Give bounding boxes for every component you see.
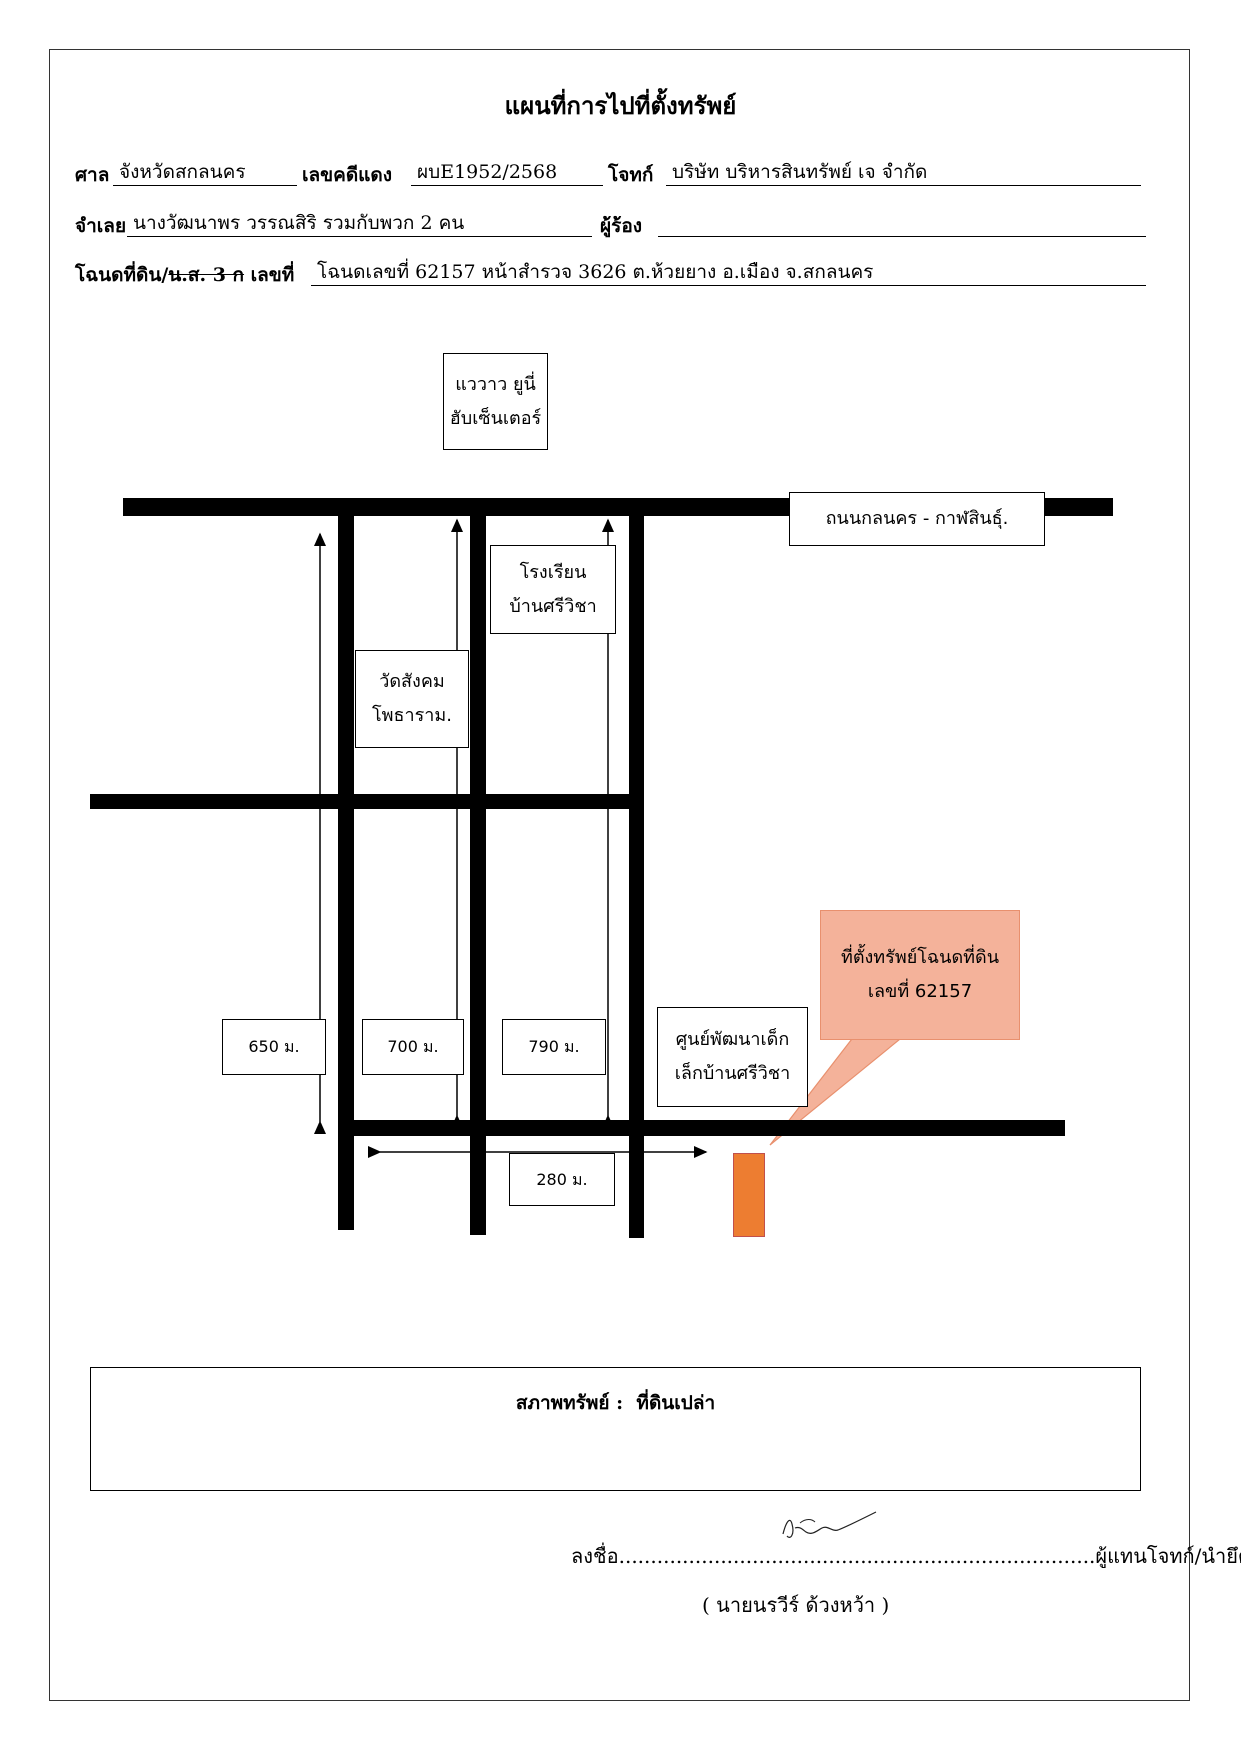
- road-bottom: [340, 1120, 1065, 1136]
- road-middle: [90, 794, 642, 809]
- landmark-mall: แววาว ยูนี่ฮับเซ็นเตอร์: [443, 353, 548, 450]
- road-vertical-3: [629, 510, 644, 1238]
- case-label: เลขคดีแดง: [302, 164, 393, 186]
- road-vertical-1: [338, 510, 354, 1230]
- defendant-label: จำเลย: [75, 215, 127, 237]
- road-vertical-2: [470, 510, 486, 1235]
- landmark-temple: วัดสังคมโพธาราม.: [355, 650, 469, 748]
- property-status-box: สภาพทรัพย์ : ที่ดินเปล่า: [90, 1367, 1141, 1491]
- deed-label: โฉนดที่ดิน/น.ส. 3 ก เลขที่: [75, 264, 295, 286]
- plaintiff-label: โจทก์: [608, 164, 654, 186]
- court-label: ศาล: [75, 164, 110, 186]
- deed-value: โฉนดเลขที่ 62157 หน้าสำรวจ 3626 ต.ห้วยยา…: [311, 258, 1146, 286]
- petitioner-value: [658, 209, 1146, 237]
- page-title: แผนที่การไปที่ตั้งทรัพย์: [504, 91, 737, 120]
- property-callout: ที่ตั้งทรัพย์โฉนดที่ดินเลขที่ 62157: [820, 910, 1020, 1040]
- plaintiff-value: บริษัท บริหารสินทรัพย์ เจ จำกัด: [666, 158, 1141, 186]
- landmark-childcare: ศูนย์พัฒนาเด็กเล็กบ้านศรีวิชา: [657, 1007, 808, 1107]
- distance-label-790: 790 ม.: [502, 1019, 606, 1075]
- property-marker: [733, 1153, 765, 1237]
- court-value: จังหวัดสกลนคร: [113, 158, 297, 186]
- defendant-value: นางวัฒนาพร วรรณสิริ รวมกับพวก 2 คน: [127, 209, 592, 237]
- distance-label-280: 280 ม.: [509, 1153, 615, 1206]
- distance-label-650: 650 ม.: [222, 1019, 326, 1075]
- landmark-school: โรงเรียนบ้านศรีวิชา: [490, 545, 616, 634]
- signer-name: ( นายนรวีร์ ด้วงหว้า ): [702, 1593, 890, 1617]
- page-border: [49, 49, 1190, 1701]
- signature-line: ลงชื่อ..................................…: [571, 1544, 1241, 1568]
- property-status: สภาพทรัพย์ : ที่ดินเปล่า: [515, 1392, 716, 1414]
- road-name-label: ถนนกลนคร - กาฬสินธุ์.: [789, 492, 1045, 546]
- distance-label-700: 700 ม.: [362, 1019, 464, 1075]
- case-value: ผบE1952/2568: [411, 158, 603, 186]
- petitioner-label: ผู้ร้อง: [600, 215, 643, 237]
